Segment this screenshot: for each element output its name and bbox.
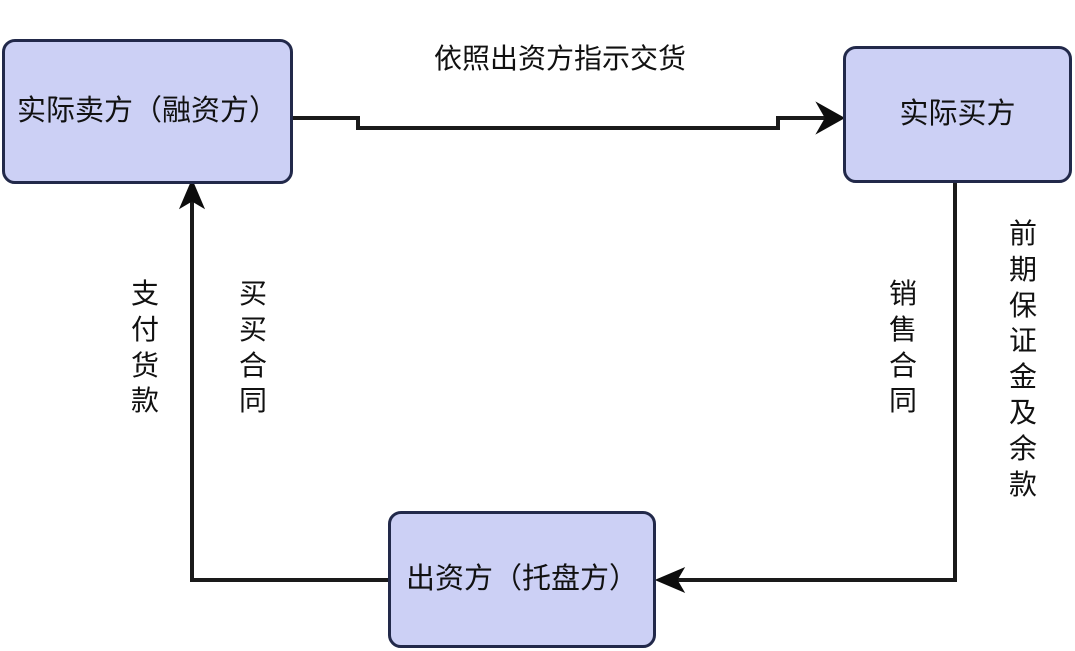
node-actual-buyer-label: 实际买方 — [899, 97, 1016, 130]
connector-deposit — [654, 183, 957, 594]
connector-payment-line — [190, 196, 388, 582]
edge-label-deposit: 前期保证金及余款 — [1008, 218, 1037, 500]
arrowhead-payment-up — [178, 178, 206, 210]
node-financier-label: 出资方（托盘方） — [405, 562, 638, 595]
edge-label-payment: 支付货款 — [130, 278, 159, 417]
connector-delivery-line — [293, 116, 836, 130]
arrowhead-delivery-right — [815, 101, 846, 135]
node-actual-buyer[interactable]: 实际买方 — [843, 46, 1072, 183]
connector-delivery — [293, 101, 846, 135]
connector-deposit-line — [672, 183, 957, 582]
edge-label-purchase-contract: 买买合同 — [238, 278, 267, 417]
node-actual-seller[interactable]: 实际卖方（融资方） — [2, 39, 293, 184]
node-actual-seller-label: 实际卖方（融资方） — [16, 94, 278, 127]
arrowhead-deposit-left — [654, 566, 686, 594]
connector-payment — [178, 178, 388, 582]
edge-label-sales-contract: 销售合同 — [888, 278, 917, 417]
node-financier[interactable]: 出资方（托盘方） — [388, 511, 656, 648]
edge-label-delivery: 依照出资方指示交货 — [434, 43, 687, 74]
